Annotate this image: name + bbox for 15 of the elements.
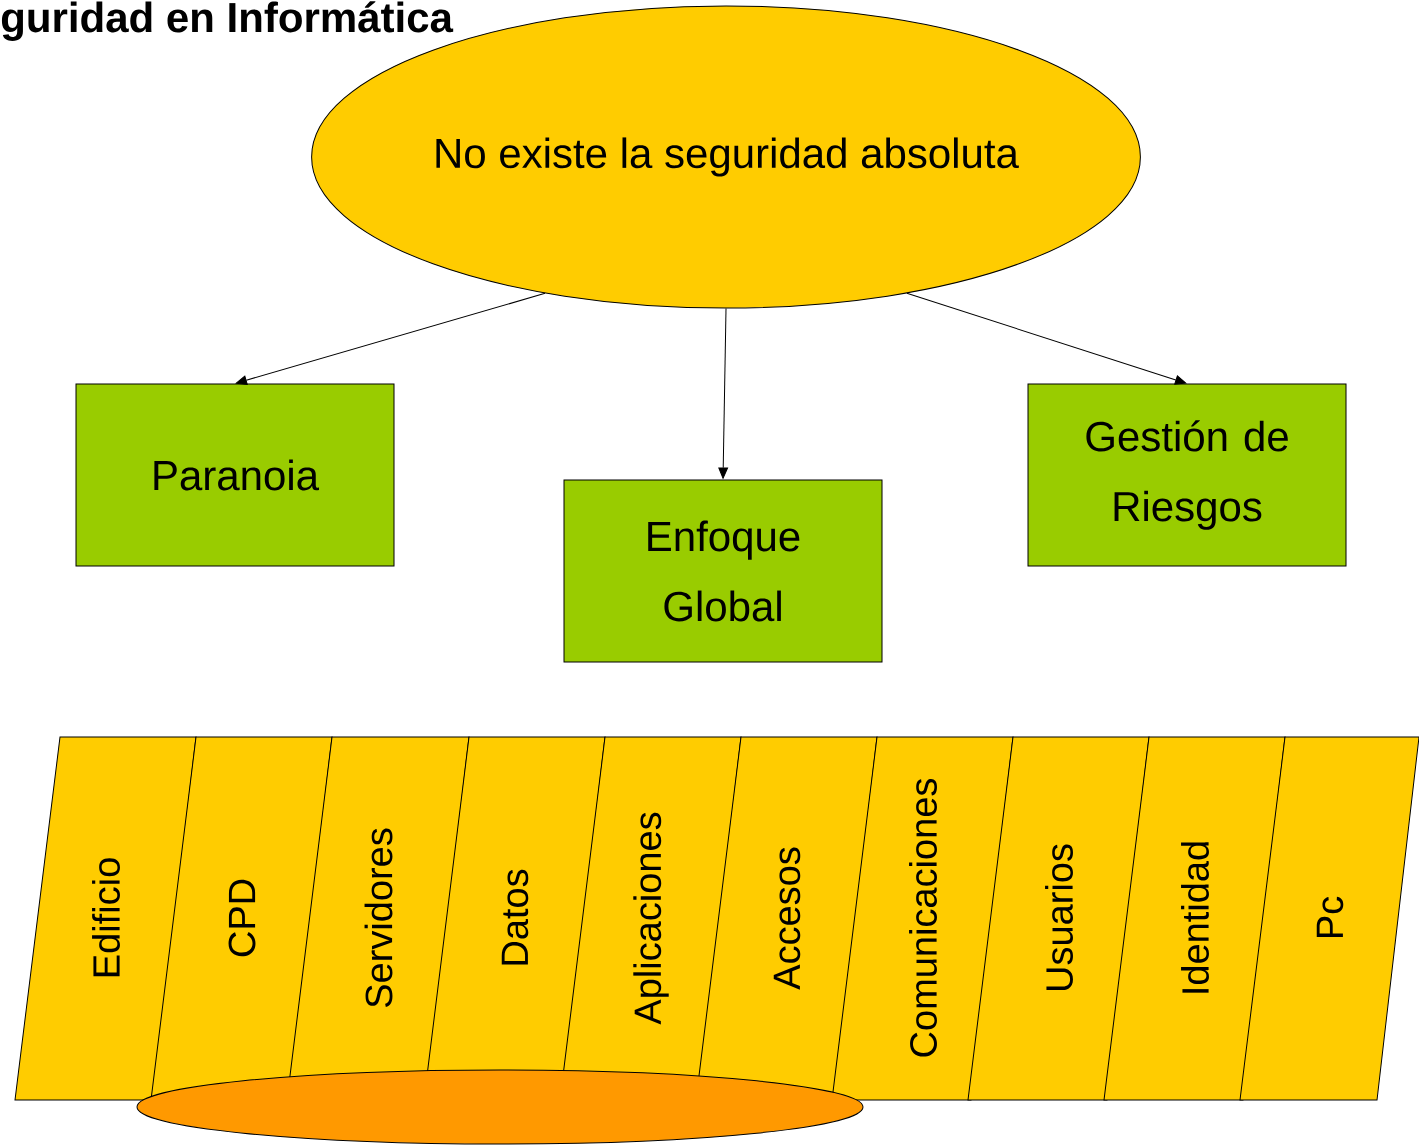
process-box: Paranoia (75, 383, 395, 567)
arrow (718, 308, 729, 479)
column-band: Pc (1239, 736, 1419, 1101)
ellipse (136, 1069, 864, 1145)
column-band: Usuarios (967, 736, 1150, 1101)
process-box: Enfoque Global (563, 479, 883, 663)
column-band: Identidad (1103, 736, 1286, 1101)
column-band: Edificio (14, 736, 197, 1101)
column-band: Comunicaciones (831, 736, 1014, 1101)
column-band: Accesos (695, 736, 878, 1101)
node-label: Pc (1316, 896, 1344, 938)
column-band: CPD (150, 736, 333, 1101)
arrow (906, 292, 1187, 385)
process-box: Gestión de Riesgos (1027, 383, 1347, 567)
arrow (235, 292, 546, 385)
